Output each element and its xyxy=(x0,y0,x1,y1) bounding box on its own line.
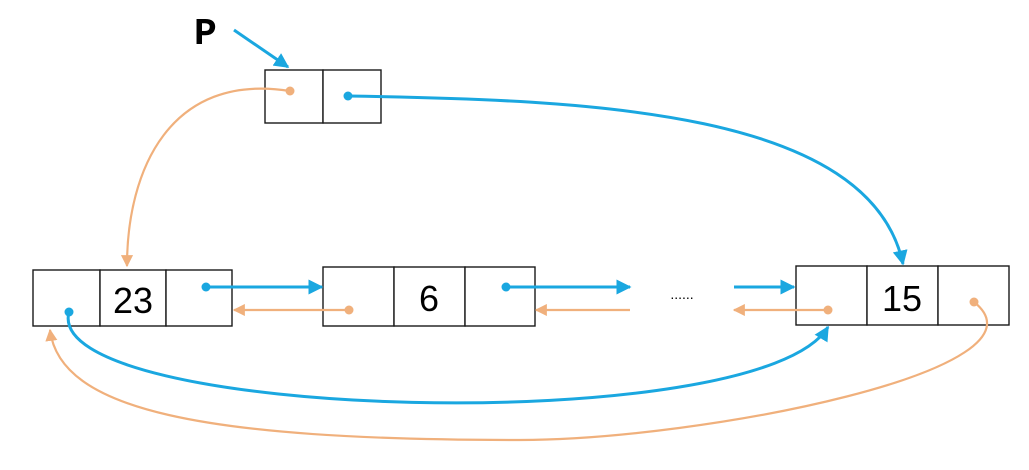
head-next-link xyxy=(347,94,908,266)
wrap-node1-to-node3-link xyxy=(66,311,830,405)
wrap-node3-dot xyxy=(969,297,979,307)
node-2-value: 6 xyxy=(419,278,439,319)
head-prior-link xyxy=(120,87,291,268)
node-1-next-cell xyxy=(165,269,233,327)
node-2-prior-cell xyxy=(322,266,395,327)
node-3-data-cell xyxy=(866,265,939,326)
pointer-p-label: P xyxy=(194,13,217,56)
wrap-node3-to-node1-link xyxy=(45,301,989,442)
node-3-prior-dot xyxy=(823,305,833,315)
head-node xyxy=(264,69,382,124)
head-next-dot xyxy=(343,91,353,101)
node-2-next-dot xyxy=(501,282,511,292)
node-1-prior-cell xyxy=(32,269,101,327)
node-1-next-dot xyxy=(201,282,211,292)
list-node-3: 15 xyxy=(795,265,1010,326)
node-2-next-cell xyxy=(464,266,536,327)
node-1-value: 23 xyxy=(113,280,153,321)
ellipsis-gap: ...... xyxy=(670,286,693,302)
node-3-next-cell xyxy=(937,265,1010,326)
list-node-1: 23 xyxy=(32,269,233,327)
node-2-prior-dot xyxy=(344,305,354,315)
head-prior-cell xyxy=(264,69,324,124)
head-prior-dot xyxy=(285,86,295,96)
node-1-data-cell xyxy=(99,269,167,327)
pointer-p-arrow xyxy=(233,28,290,69)
node-3-value: 15 xyxy=(882,278,922,319)
list-node-2: 6 xyxy=(322,266,536,327)
node-3-prior-cell xyxy=(795,265,868,326)
wrap-node1-dot xyxy=(64,307,74,317)
